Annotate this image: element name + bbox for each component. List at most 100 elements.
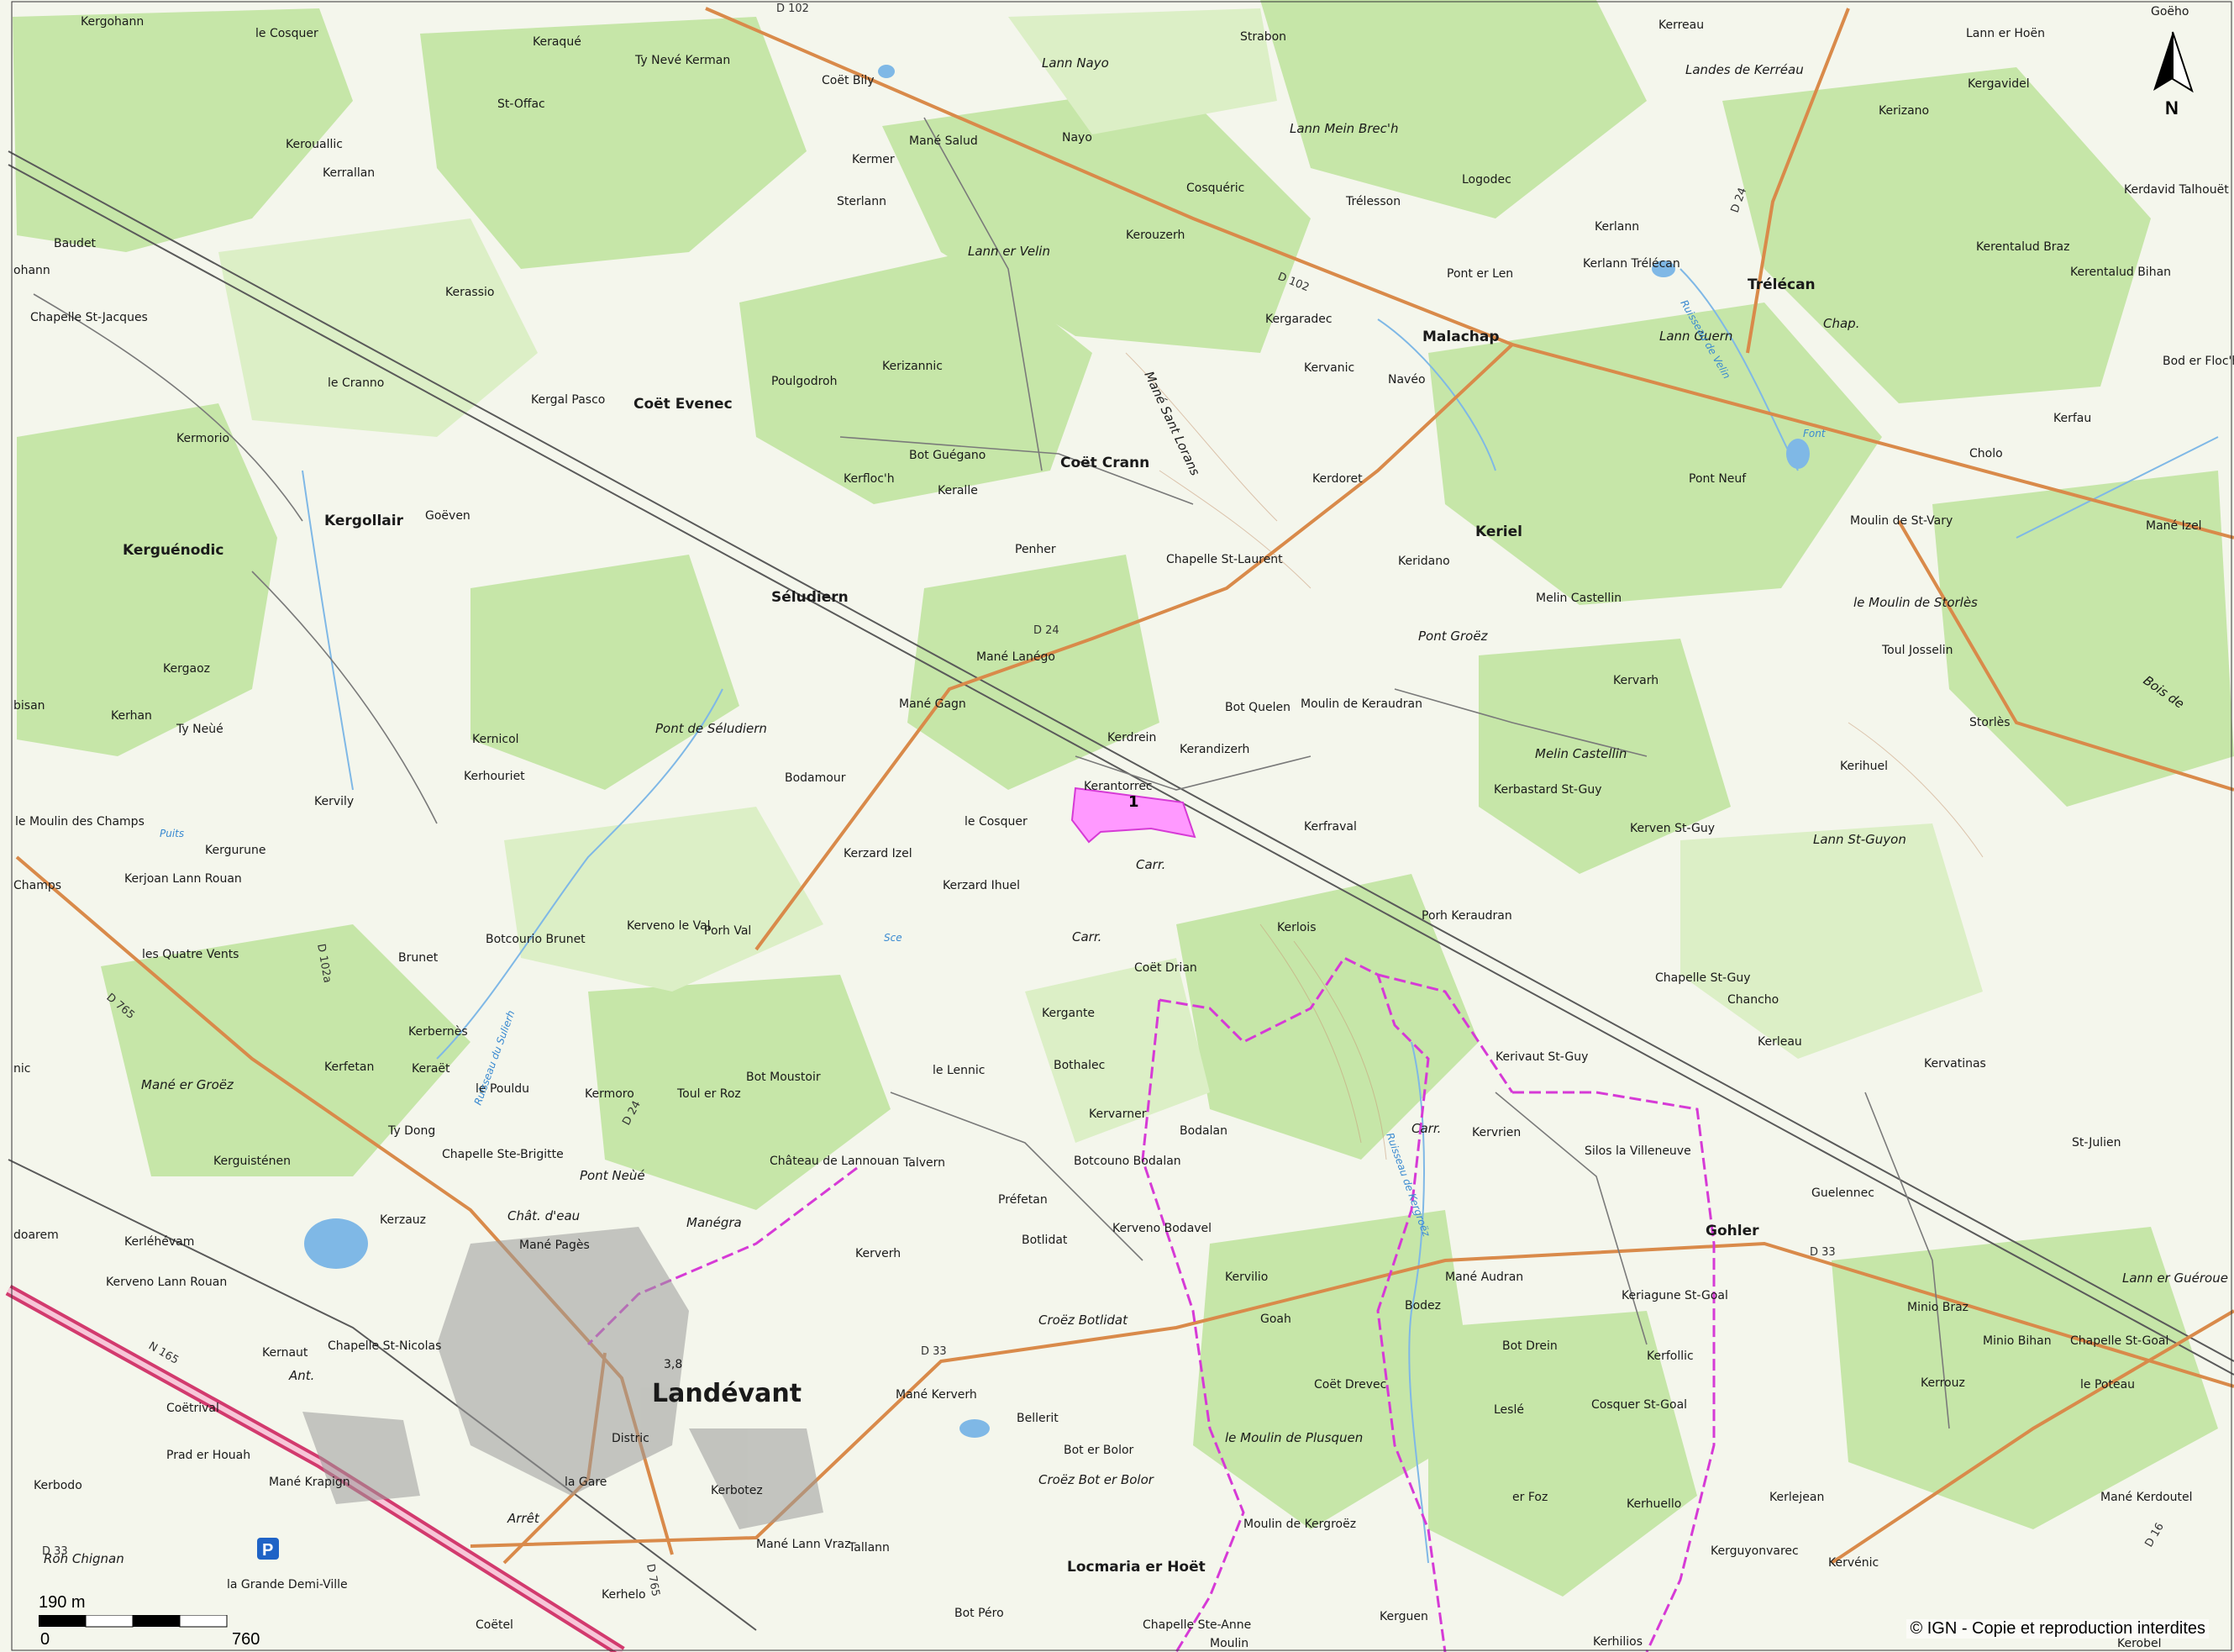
road-label: D 102 (776, 3, 809, 15)
place-label: Coët Drian (1134, 961, 1197, 975)
place-label: Chancho (1727, 993, 1779, 1007)
place-label: Kerguisténen (213, 1155, 291, 1168)
place-label: Kerveno Bodavel (1112, 1222, 1212, 1235)
place-label: Porh Keraudran (1422, 909, 1512, 923)
place-label: Cholo (1969, 447, 2003, 460)
place-label: Bot Moustoir (746, 1071, 821, 1084)
spring-label: Sce (884, 932, 902, 944)
quarry-label: Carr. (1136, 857, 1165, 872)
project-plot[interactable] (1070, 787, 1196, 844)
place-label: Kergollair (324, 513, 404, 529)
place-label: Tallann (848, 1541, 890, 1555)
place-label: Kerantorrec (1084, 780, 1153, 793)
place-label: Bodalan (1180, 1124, 1227, 1138)
minor-roads (33, 117, 1950, 1429)
place-label: Kergaradec (1265, 313, 1333, 326)
place-label: Gohler (1706, 1223, 1759, 1239)
place-label: le Poteau (2080, 1378, 2135, 1392)
quarry-label: Carr. (1411, 1121, 1441, 1136)
area-label: Lann St-Guyon (1813, 832, 1906, 847)
place-label: Kerlejean (1769, 1491, 1824, 1504)
scale-right-label: 760 m (232, 1630, 260, 1652)
place-label: Ty Nevé Kerman (634, 54, 730, 67)
place-label: Pont de Séludiern (655, 721, 767, 736)
place-label: Storlès (1969, 716, 2011, 729)
place-label: Coët Crann (1060, 455, 1149, 471)
place-label: Bot er Bolor (1064, 1444, 1134, 1457)
place-label: Kerfetan (324, 1060, 374, 1074)
place-label: Bot Péro (954, 1607, 1004, 1620)
place-label: Kerbotez (711, 1484, 763, 1497)
place-label: nic (13, 1062, 30, 1076)
area-label: Lann Nayo (1042, 55, 1109, 71)
water-bodies (304, 65, 1810, 1438)
place-label: Croëz Bot er Bolor (1038, 1472, 1154, 1487)
place-label: Kerzard Izel (844, 847, 912, 860)
place-label: Chapelle St-Laurent (1166, 553, 1283, 566)
place-label: le Cosquer (255, 27, 318, 40)
place-label: Kermer (852, 153, 895, 166)
place-label: Kermoro (585, 1087, 634, 1101)
place-label: Coëtrival (166, 1402, 219, 1415)
place-label: Kerouzerh (1126, 229, 1185, 242)
fountain-label: Font (1803, 428, 1827, 439)
place-label: Kerzard Ihuel (943, 879, 1020, 892)
place-label: Prad er Houah (166, 1449, 250, 1462)
place-label: Kernaut (262, 1346, 308, 1360)
plot-label: 1 (1128, 793, 1139, 811)
place-label: Guelennec (1811, 1186, 1874, 1200)
north-label: N (2165, 97, 2179, 118)
place-label: Logodec (1462, 173, 1511, 187)
place-label: Kerentalud Braz (1976, 240, 2070, 254)
well-label: Puits (160, 828, 184, 839)
place-label: Nayo (1062, 131, 1092, 145)
place-label: er Foz (1512, 1491, 1548, 1504)
place-label: Leslé (1494, 1403, 1524, 1417)
place-label: Silos la Villeneuve (1585, 1144, 1691, 1158)
road-label: D 24 (1033, 624, 1059, 637)
place-label: Mané Lann Vraz (756, 1538, 850, 1551)
area-label: Landes de Kerréau (1685, 62, 1804, 77)
place-label: Pont Groëz (1418, 629, 1489, 644)
place-label: Kerreau (1658, 18, 1704, 32)
place-label: Bot Drein (1502, 1339, 1558, 1353)
place-label: Kerdrein (1107, 731, 1156, 744)
place-label: Chapelle Ste-Anne (1143, 1618, 1251, 1632)
area-label: Melin Castellin (1535, 746, 1627, 761)
place-label: Minio Bihan (1983, 1334, 2052, 1348)
motorway-n165 (5, 1284, 625, 1652)
place-label: Chapelle St-Jacques (30, 311, 148, 324)
place-label: ohann (13, 264, 50, 277)
place-label: Mané Salud (909, 134, 978, 148)
place-label: Sterlann (837, 195, 886, 208)
area-label: Lann er Guéroue (2122, 1271, 2228, 1286)
place-label: Mané Pagès (519, 1239, 590, 1252)
place-label: Kerouallic (286, 138, 343, 151)
place-label: Ty Dong (387, 1124, 435, 1138)
place-label: Keraqué (533, 35, 581, 49)
place-label: Kerrouz (1921, 1376, 1965, 1390)
place-label: Porh Val (704, 924, 751, 938)
parking-icon-letter: P (262, 1541, 273, 1560)
place-labels: Landévant Locmaria er Hoët Trélécan Mala… (13, 5, 2234, 1650)
place-label: Château de Lannouan (770, 1155, 899, 1168)
place-label: Toul er Roz (676, 1087, 741, 1101)
place-label: Melin Castellin (1536, 592, 1622, 605)
place-label: Mané Izel (2146, 519, 2202, 533)
place-label: Bot Guégano (909, 449, 986, 462)
place-label: Strabon (1240, 30, 1286, 44)
place-label: Kerhan (111, 709, 152, 723)
place-label: doarem (13, 1228, 59, 1242)
place-label: Bod er Floc'h (2163, 355, 2234, 368)
place-label: Bodez (1405, 1299, 1441, 1313)
place-label: Kerhilios (1593, 1635, 1643, 1649)
place-label: Goëho (2151, 5, 2189, 18)
place-label: Pont Neùé (580, 1168, 645, 1183)
place-label: Kerguénodic (123, 542, 223, 559)
place-label: Coëtel (476, 1618, 513, 1632)
place-label: le Cranno (328, 376, 384, 390)
place-label: Kerfollic (1647, 1349, 1694, 1363)
scale-left-label: 0 (40, 1630, 50, 1649)
